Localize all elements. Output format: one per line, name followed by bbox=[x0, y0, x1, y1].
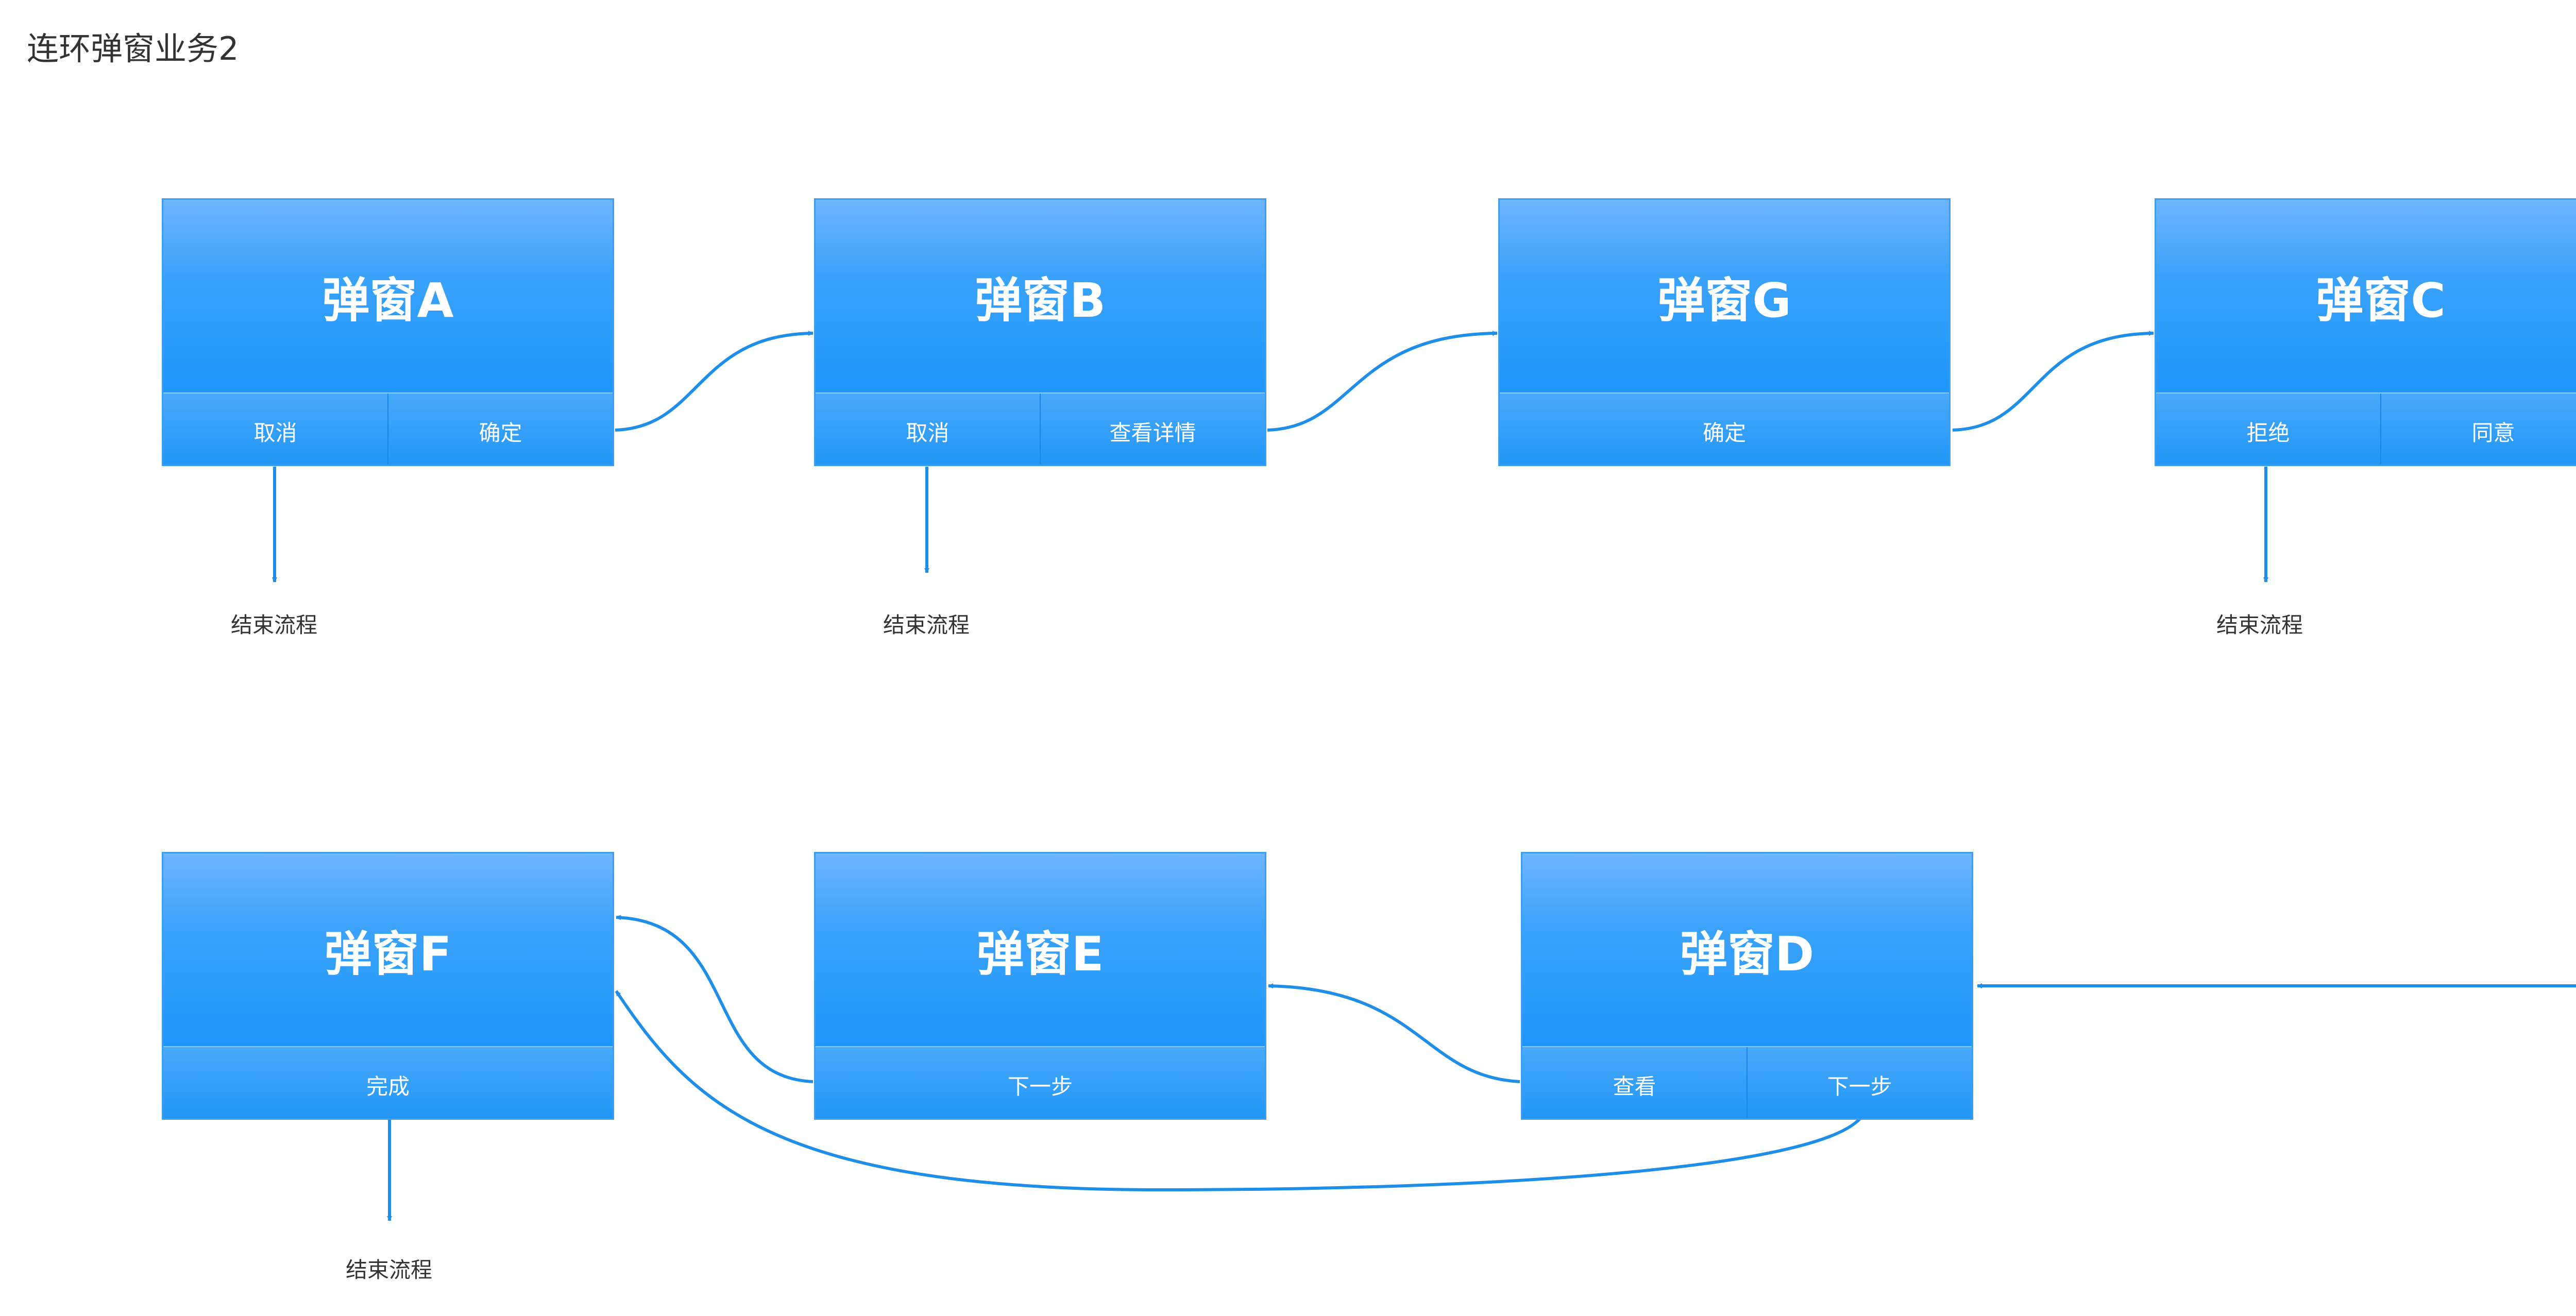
connector-c-agree-to-d bbox=[1977, 983, 2576, 988]
confirm-button[interactable]: 确定 bbox=[1702, 420, 1746, 446]
dialog-title: 弹窗B bbox=[816, 200, 1265, 392]
dialog-footer: 取消 查看详情 bbox=[816, 392, 1265, 465]
dialog-title: 弹窗D bbox=[1522, 853, 1972, 1046]
dialog-c: 弹窗C 拒绝 同意 bbox=[2155, 198, 2576, 466]
dialog-footer: 拒绝 同意 bbox=[2156, 392, 2576, 465]
dialog-g: 弹窗G 确定 bbox=[1498, 198, 1951, 466]
dialog-title: 弹窗C bbox=[2156, 200, 2576, 392]
dialog-title: 弹窗F bbox=[163, 853, 613, 1046]
next-step-button[interactable]: 下一步 bbox=[1747, 1047, 1972, 1118]
agree-button[interactable]: 同意 bbox=[2380, 394, 2576, 465]
dialog-a: 弹窗A 取消 确定 bbox=[162, 198, 614, 466]
dialog-title: 弹窗G bbox=[1500, 200, 1949, 392]
dialog-d: 弹窗D 查看 下一步 bbox=[1521, 852, 1973, 1120]
end-flow-label: 结束流程 bbox=[2216, 612, 2303, 638]
connector-a-confirm-to-b bbox=[615, 331, 814, 432]
confirm-button[interactable]: 确定 bbox=[387, 394, 613, 465]
dialog-title: 弹窗A bbox=[163, 200, 613, 392]
view-details-button[interactable]: 查看详情 bbox=[1040, 394, 1265, 465]
done-button[interactable]: 完成 bbox=[366, 1073, 410, 1099]
connector-g-confirm-to-c bbox=[1952, 331, 2154, 432]
connector-d-view-to-e bbox=[1268, 983, 1520, 1083]
dialog-footer: 完成 bbox=[163, 1046, 613, 1118]
connector-b-details-to-g bbox=[1267, 331, 1498, 432]
reject-button[interactable]: 拒绝 bbox=[2246, 420, 2290, 446]
page-title: 连环弹窗业务2 bbox=[27, 30, 239, 67]
end-flow-label: 结束流程 bbox=[346, 1257, 433, 1283]
connector-e-next-to-f bbox=[616, 915, 814, 1083]
next-step-button[interactable]: 下一步 bbox=[1007, 1073, 1073, 1099]
dialog-footer: 下一步 bbox=[816, 1046, 1265, 1118]
dialog-title: 弹窗E bbox=[816, 853, 1265, 1046]
end-flow-label: 结束流程 bbox=[231, 612, 318, 638]
dialog-footer: 确定 bbox=[1500, 392, 1949, 465]
view-button[interactable]: 查看 bbox=[1613, 1073, 1656, 1099]
dialog-footer: 查看 下一步 bbox=[1522, 1046, 1972, 1118]
dialog-e: 弹窗E 下一步 bbox=[814, 852, 1266, 1120]
dialog-footer: 取消 确定 bbox=[163, 392, 613, 465]
end-flow-label: 结束流程 bbox=[883, 612, 970, 638]
dialog-b: 弹窗B 取消 查看详情 bbox=[814, 198, 1266, 466]
cancel-button[interactable]: 取消 bbox=[253, 420, 297, 446]
connector-d-next-to-f bbox=[615, 990, 1861, 1192]
dialog-f: 弹窗F 完成 bbox=[162, 852, 614, 1120]
cancel-button[interactable]: 取消 bbox=[906, 420, 950, 446]
